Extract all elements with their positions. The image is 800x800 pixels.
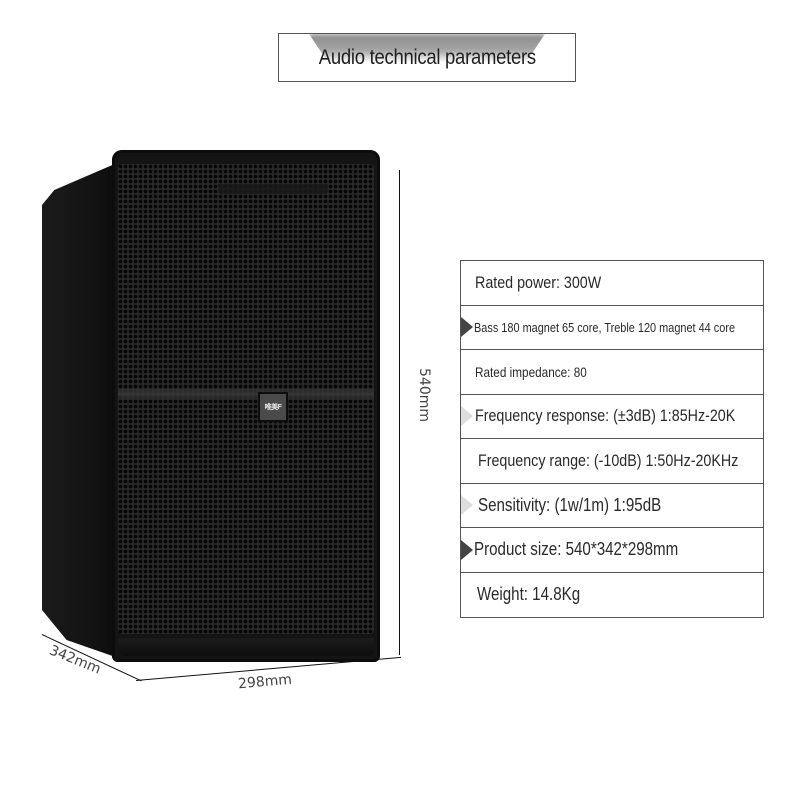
- spec-row-product-size: Product size: 540*342*298mm: [461, 528, 763, 573]
- title-banner: Audio technical parameters: [278, 33, 576, 82]
- spec-row-impedance: Rated impedance: 80: [461, 350, 763, 395]
- width-dimension-label: 298mm: [237, 671, 293, 693]
- arrow-marker-icon: [461, 539, 473, 560]
- spec-text: Weight: 14.8Kg: [477, 584, 581, 605]
- spec-row-weight: Weight: 14.8Kg: [461, 573, 763, 618]
- grille-top-ledge: [218, 184, 328, 194]
- height-dimension-line: [399, 170, 401, 655]
- spec-row-frequency-range: Frequency range: (-10dB) 1:50Hz-20KHz: [461, 439, 763, 484]
- arrow-marker-icon: [461, 406, 473, 427]
- spec-text: Bass 180 magnet 65 core, Treble 120 magn…: [474, 319, 736, 335]
- arrow-marker-icon: [461, 495, 473, 516]
- speaker-grille: 唯美F: [118, 164, 374, 634]
- spec-text: Frequency response: (±3dB) 1:85Hz-20K: [475, 406, 736, 426]
- spec-row-drivers: Bass 180 magnet 65 core, Treble 120 magn…: [461, 306, 763, 350]
- spec-row-rated-power: Rated power: 300W: [461, 261, 763, 306]
- speaker-product-image: 唯美F 540mm 298mm 342mm: [0, 0, 440, 720]
- spec-text: Rated impedance: 80: [475, 363, 587, 380]
- brand-logo-text: 唯美F: [264, 404, 282, 411]
- page-title: Audio technical parameters: [318, 45, 536, 69]
- spec-table: Rated power: 300W Bass 180 magnet 65 cor…: [460, 260, 764, 618]
- grille-center-band: [118, 389, 374, 399]
- spec-text: Rated power: 300W: [475, 272, 602, 292]
- speaker-side-panel: [42, 160, 124, 660]
- spec-row-frequency-response: Frequency response: (±3dB) 1:85Hz-20K: [461, 395, 763, 439]
- spec-text: Product size: 540*342*298mm: [474, 539, 679, 560]
- spec-text: Frequency range: (-10dB) 1:50Hz-20KHz: [478, 450, 739, 470]
- height-dimension-label: 540mm: [416, 368, 432, 422]
- speaker-front: 唯美F: [112, 150, 380, 662]
- spec-row-sensitivity: Sensitivity: (1w/1m) 1:95dB: [461, 484, 763, 528]
- spec-text: Sensitivity: (1w/1m) 1:95dB: [478, 494, 662, 515]
- brand-logo-badge: 唯美F: [258, 392, 288, 422]
- arrow-marker-icon: [461, 317, 473, 338]
- speaker-bottom-lip: [118, 638, 374, 656]
